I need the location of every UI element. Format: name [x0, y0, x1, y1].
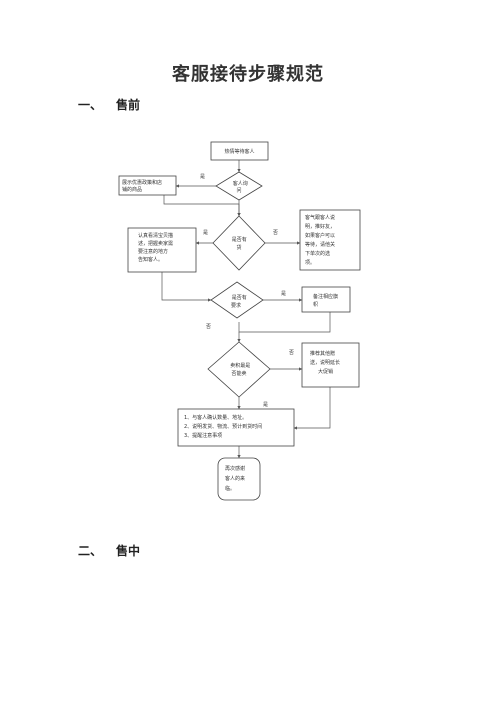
section-heading-insale: 二、售中	[78, 542, 140, 559]
branch-label-yes: 是	[263, 402, 268, 408]
connector	[161, 272, 212, 302]
decision-special-request	[210, 281, 264, 319]
decision-in-stock-text: 是否有 货	[232, 236, 249, 251]
branch-label-yes: 是	[203, 230, 208, 236]
box-add-note-flag-text: 备注相应旗 帜	[313, 293, 340, 308]
page-title: 客服接待步骤规范	[172, 64, 324, 85]
decision-sellable	[207, 341, 271, 398]
box-show-promotions	[118, 175, 177, 196]
start-box	[210, 141, 269, 161]
connector	[293, 387, 331, 430]
end-box	[217, 457, 261, 501]
branch-label-yes: 是	[281, 291, 286, 297]
section-number: 一、	[78, 98, 103, 112]
branch-label-no: 否	[289, 350, 294, 356]
decision-customer-inquiry-text: 客人询 问	[233, 180, 250, 194]
connector	[238, 312, 331, 333]
box-show-promotions-text: 展示优惠政策和店 铺的商品	[122, 179, 164, 193]
section-label: 售中	[116, 544, 141, 558]
section-label: 售前	[116, 98, 141, 112]
box-recommend-gifts-text: 推荐其他赠 送，说明延长 大促销	[310, 350, 342, 375]
branch-label-yes: 是	[200, 174, 205, 180]
box-out-of-stock-reply-text: 客气跟客人说 明，推好友， 如果客户可以 等待，请他关 下单次的选 项。	[305, 214, 337, 266]
decision-sellable-text: 卖积最是 否能卖	[230, 362, 252, 377]
box-check-description-text: 认真看清宝贝描 述，把握卖家需 要注意的地方 告知客人。	[138, 232, 175, 263]
decision-customer-inquiry	[215, 171, 263, 201]
start-text: 热情等待客人	[224, 148, 254, 155]
connector	[163, 195, 241, 217]
section-heading-presale: 一、售前	[78, 96, 140, 113]
box-out-of-stock-reply	[299, 209, 361, 271]
box-recommend-gifts	[301, 342, 360, 388]
end-box-text: 再次感谢 客人的来 临。	[225, 465, 247, 492]
branch-label-no: 否	[273, 230, 278, 236]
decision-special-request-text: 是否有 要求	[231, 294, 248, 309]
box-check-description	[127, 227, 197, 273]
box-confirm-steps	[177, 408, 295, 447]
section-number: 二、	[78, 544, 103, 558]
branch-label-no: 否	[206, 324, 211, 330]
flow-connectors	[161, 160, 331, 459]
box-confirm-steps-text: 1、与客人确认数量、地址。 2、说明发货、物流、预计到货时间 3、提醒注意事项	[184, 414, 264, 439]
decision-in-stock	[212, 215, 266, 271]
box-add-note-flag	[301, 286, 351, 313]
